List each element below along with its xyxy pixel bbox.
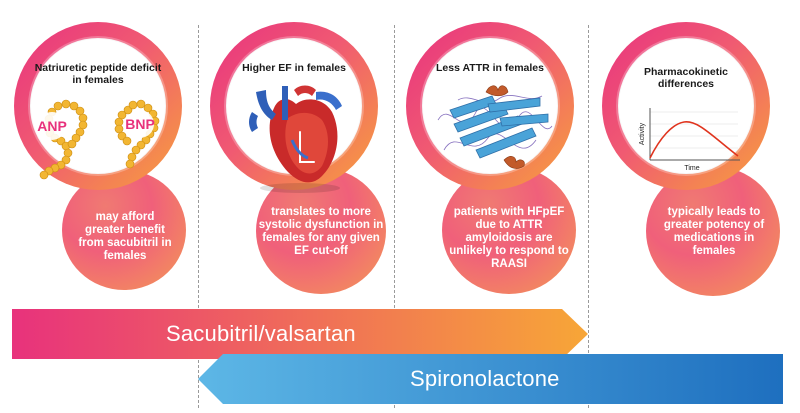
- plot-xlabel: Time: [684, 165, 699, 172]
- spironolactone-arrow-label: Spironolactone: [410, 366, 560, 391]
- panel-description: typically leads to greater potency of me…: [663, 206, 765, 257]
- panel-description: may afford greater benefit from sacubitr…: [78, 211, 172, 262]
- panel-title: Pharmacokinetic differences: [643, 66, 729, 90]
- peptide-chain-illustration: ANP BNP: [37, 99, 160, 180]
- panel-title: Less ATTR in females: [436, 62, 544, 74]
- panel-title: Higher EF in females: [242, 62, 346, 74]
- bnp-label: BNP: [125, 116, 155, 132]
- panel-less-attr: Less ATTR in females patients with HFpEF…: [392, 0, 592, 300]
- panel-description: translates to more systolic dysfunction …: [258, 206, 384, 257]
- protein-structure-illustration: [437, 85, 553, 169]
- panel-pharmacokinetic: Pharmacokinetic differences Activity Tim…: [588, 0, 788, 300]
- spironolactone-arrow: [198, 354, 783, 404]
- description-bubble: [256, 168, 386, 294]
- divider-3: [588, 25, 589, 408]
- sacubitril-arrow-label: Sacubitril/valsartan: [166, 321, 356, 346]
- panel-natriuretic: Natriuretic peptide deficit in females A…: [0, 0, 200, 300]
- activity-time-plot: Activity Time: [639, 108, 740, 172]
- panel-higher-ef: Higher EF in females translates to more …: [196, 0, 396, 300]
- sacubitril-arrow: [12, 309, 588, 359]
- divider-2: [394, 25, 395, 408]
- panel-description: patients with HFpEF due to ATTR amyloido…: [449, 206, 569, 270]
- plot-ylabel: Activity: [639, 122, 646, 145]
- panel-title: Natriuretic peptide deficit in females: [34, 62, 162, 86]
- divider-1: [198, 25, 199, 408]
- description-bubble: [62, 170, 186, 290]
- heart-illustration: [249, 85, 342, 193]
- anp-label: ANP: [37, 118, 67, 134]
